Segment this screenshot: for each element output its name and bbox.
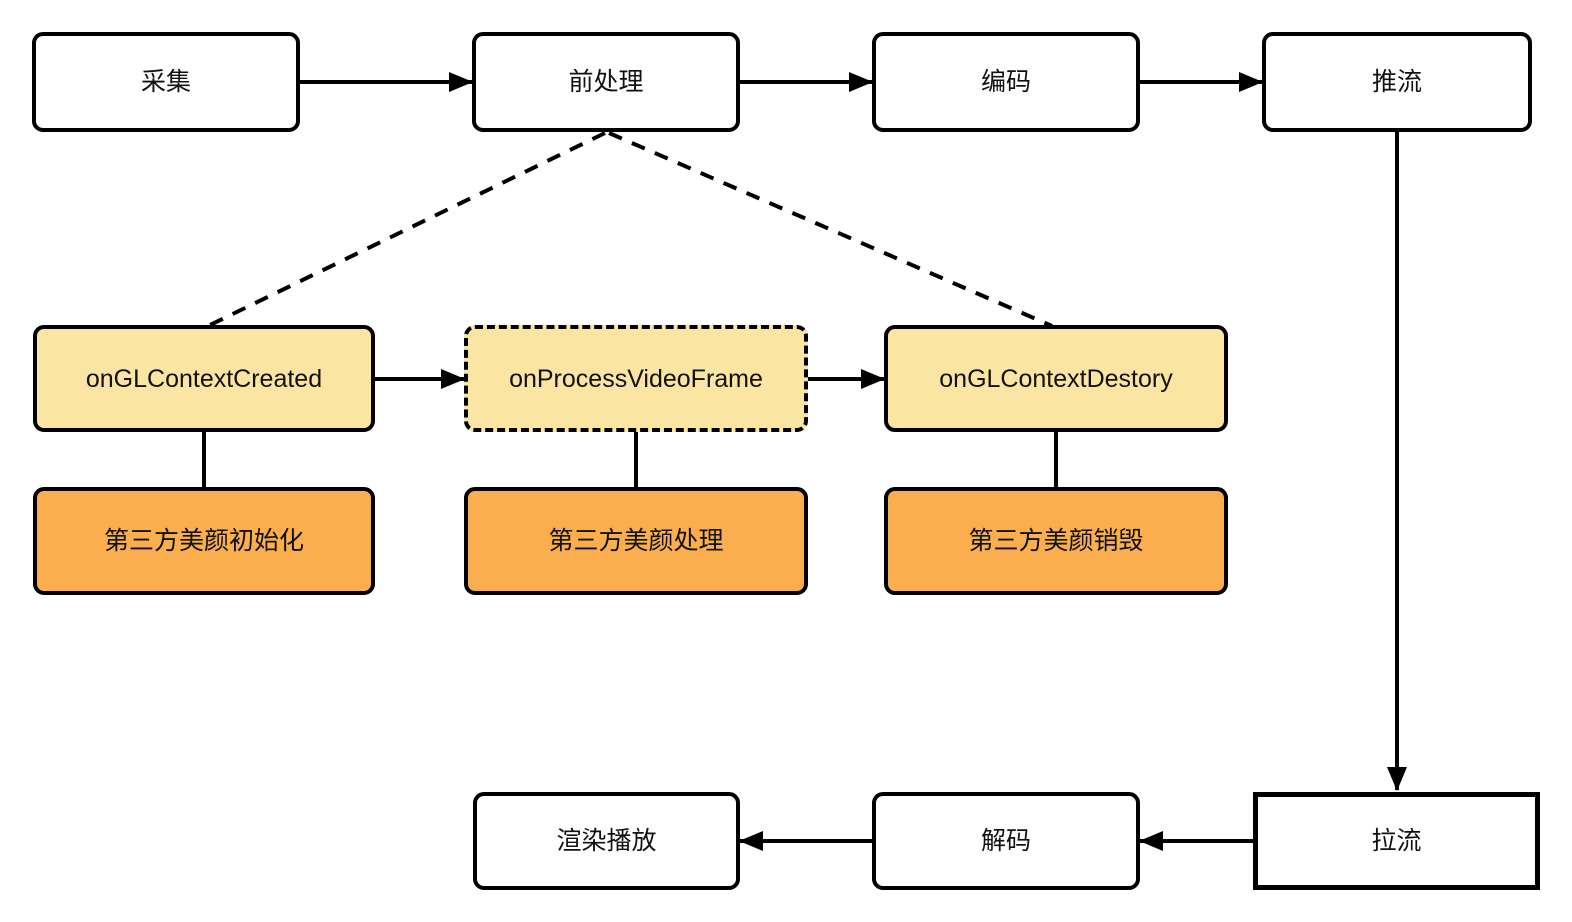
node-encode: 编码 [872, 32, 1140, 132]
node-beauty-destroy: 第三方美颜销毁 [884, 487, 1228, 595]
dashed-line-preprocess-to-ondestory [608, 131, 1053, 328]
node-on-gl-context-destory-label: onGLContextDestory [939, 364, 1173, 393]
node-render-play-label: 渲染播放 [556, 827, 657, 855]
node-preprocess: 前处理 [472, 32, 740, 132]
node-on-gl-context-destory: onGLContextDestory [884, 325, 1228, 432]
node-beauty-destroy-label: 第三方美颜销毁 [968, 527, 1144, 555]
node-capture-label: 采集 [140, 68, 191, 96]
node-decode-label: 解码 [980, 827, 1031, 855]
node-beauty-init-label: 第三方美颜初始化 [103, 527, 304, 555]
node-pull-stream-label: 拉流 [1371, 827, 1422, 855]
node-render-play: 渲染播放 [473, 792, 740, 890]
dashed-line-preprocess-to-oncreated [207, 131, 606, 328]
node-pull-stream: 拉流 [1253, 792, 1540, 890]
node-on-process-video-frame-label: onProcessVideoFrame [509, 364, 763, 393]
node-encode-label: 编码 [980, 68, 1031, 96]
node-capture: 采集 [32, 32, 300, 132]
node-decode: 解码 [872, 792, 1140, 890]
node-push-stream-label: 推流 [1371, 68, 1422, 96]
node-beauty-process: 第三方美颜处理 [464, 487, 808, 595]
node-on-gl-context-created: onGLContextCreated [33, 325, 375, 432]
node-beauty-process-label: 第三方美颜处理 [548, 527, 724, 555]
node-push-stream: 推流 [1262, 32, 1532, 132]
node-on-process-video-frame: onProcessVideoFrame [464, 325, 808, 432]
node-on-gl-context-created-label: onGLContextCreated [85, 364, 323, 393]
node-beauty-init: 第三方美颜初始化 [33, 487, 375, 595]
node-preprocess-label: 前处理 [568, 68, 644, 96]
